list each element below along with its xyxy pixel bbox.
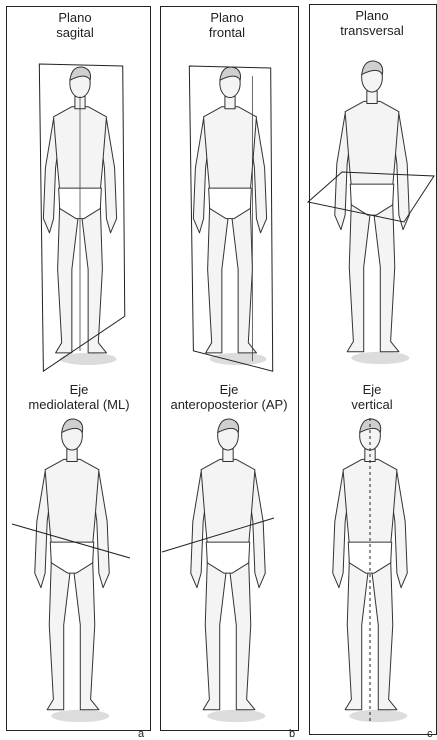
figure-right-leg [232, 206, 256, 352]
figure-right-leg [372, 561, 397, 710]
figure-right-leg [74, 561, 99, 710]
figure-left-leg [47, 561, 70, 710]
figure-left-leg [347, 203, 370, 352]
figure-transversal [335, 61, 409, 364]
figure-neck [225, 97, 235, 109]
figure-neck [67, 449, 77, 461]
figure-neck [367, 91, 377, 103]
figure-shadow [349, 710, 407, 722]
figure-shadow [51, 710, 109, 722]
figure-left-leg [206, 206, 228, 352]
figure-anteroposterior [191, 419, 265, 722]
figure-mediolateral [35, 419, 109, 722]
figure-left-leg [345, 561, 368, 710]
figure-right-leg [374, 203, 399, 352]
figure-shadow [207, 710, 265, 722]
figure-frontal [193, 67, 266, 365]
figure-torso [45, 459, 99, 544]
figure-torso [204, 107, 257, 190]
figure-neck [223, 449, 233, 461]
figure-shadow [351, 352, 409, 364]
figure-left-leg [56, 206, 78, 352]
figure-left-leg [203, 561, 226, 710]
figure-shadow [210, 353, 267, 365]
figure-right-leg [230, 561, 255, 710]
